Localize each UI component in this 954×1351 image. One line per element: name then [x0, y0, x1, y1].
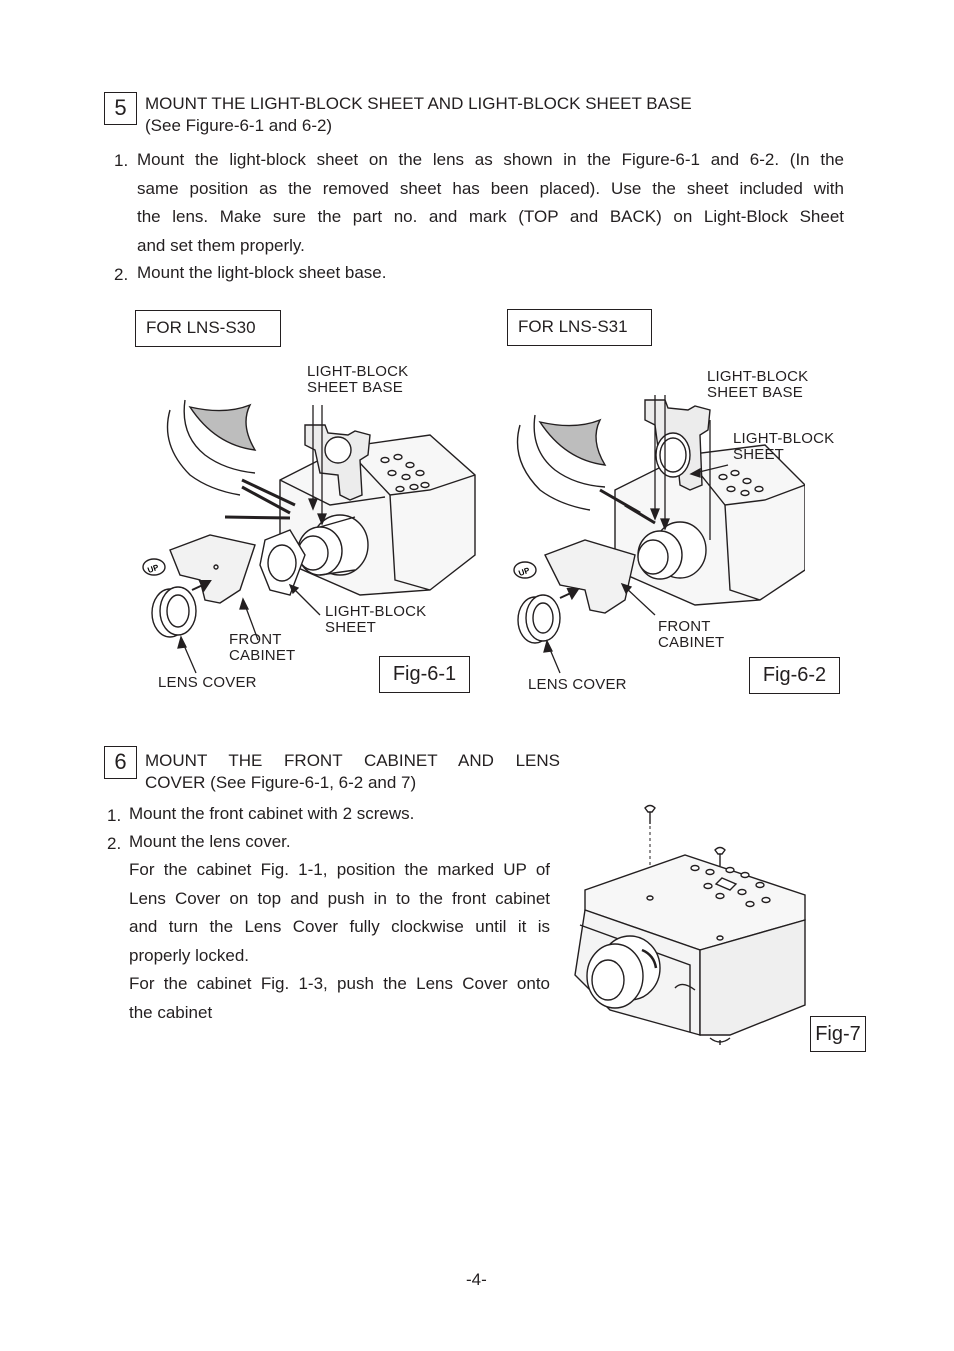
fig-6-2-up-mark: UP	[517, 566, 531, 578]
fig-6-1-label-front-cabinet: FRONT CABINET	[229, 631, 296, 664]
step-6-item-2-text: Mount the lens cover.	[129, 832, 291, 851]
instruction-line: and turn the Lens Cover fully clockwise …	[129, 917, 550, 936]
fig-6-2-illustration: UP	[513, 395, 805, 674]
step-5-item-2-number: 2.	[114, 265, 129, 284]
step-6-heading-line1: MOUNT THE FRONT CABINET AND LENS	[145, 751, 560, 770]
instruction-line: properly locked.	[129, 945, 250, 965]
step-6-lens-cover-instructions: For the cabinet Fig. 1-1, position the m…	[129, 856, 550, 1027]
step-6-number-box: 6	[104, 746, 137, 779]
fig-6-1-label-lens-cover: LENS COVER	[158, 674, 257, 691]
fig-6-2-label-lens-cover: LENS COVER	[528, 676, 627, 693]
step-6-item-2-number: 2.	[107, 834, 122, 853]
fig-6-1-label-sheet: LIGHT-BLOCK SHEET	[325, 603, 427, 636]
step-6-heading-line2: COVER (See Figure-6-1, 6-2 and 7)	[145, 773, 417, 792]
step-5-item-1-line: the lens. Make sure the part no. and mar…	[137, 207, 844, 226]
step-5-heading: MOUNT THE LIGHT-BLOCK SHEET AND LIGHT-BL…	[145, 93, 845, 137]
fig-7-caption: Fig-7	[810, 1016, 866, 1052]
fig-6-1-up-mark: UP	[146, 563, 160, 575]
step-5-item-1-number: 1.	[114, 151, 129, 170]
step-5-heading-line2: (See Figure-6-1 and 6-2)	[145, 116, 333, 135]
step-6-item-1-number: 1.	[107, 806, 122, 825]
step-5-number: 5	[114, 95, 127, 120]
step-5-item-1-line: same position as the removed sheet has b…	[137, 178, 844, 198]
fig-6-1-label-sheet-base: LIGHT-BLOCK SHEET BASE	[307, 363, 409, 396]
fig-6-1-model-label: FOR LNS-S30	[135, 310, 281, 347]
instruction-line: Lens Cover on top and push in to the fro…	[129, 888, 550, 908]
step-5-heading-line1: MOUNT THE LIGHT-BLOCK SHEET AND LIGHT-BL…	[145, 94, 692, 113]
step-5-item-2-text: Mount the light-block sheet base.	[137, 263, 387, 282]
step-6-item-1-text: Mount the front cabinet with 2 screws.	[129, 804, 415, 823]
step-5-item-1-text: Mount the light-block sheet on the lens …	[137, 146, 844, 260]
fig-7-illustration	[574, 804, 806, 1045]
fig-6-1-caption: Fig-6-1	[379, 656, 470, 693]
step-5-item-1-line: and set them properly.	[137, 235, 305, 255]
step-5-number-box: 5	[104, 92, 137, 125]
page-number: -4-	[466, 1270, 487, 1289]
step-6-number: 6	[114, 749, 127, 774]
step-5-item-1-line: Mount the light-block sheet on the lens …	[137, 150, 844, 169]
fig-6-2-label-sheet-base: LIGHT-BLOCK SHEET BASE	[707, 368, 809, 401]
step-6-heading: MOUNT THE FRONT CABINET AND LENS COVER (…	[145, 750, 560, 794]
fig-6-2-label-sheet: LIGHT-BLOCK SHEET	[733, 430, 835, 463]
fig-6-2-caption: Fig-6-2	[749, 657, 840, 694]
instruction-line: the cabinet	[129, 1002, 213, 1022]
instruction-line: For the cabinet Fig. 1-3, push the Lens …	[129, 974, 550, 993]
instruction-line: For the cabinet Fig. 1-1, position the m…	[129, 860, 550, 879]
fig-6-1-illustration: UP	[142, 399, 476, 674]
fig-6-2-label-front-cabinet: FRONT CABINET	[658, 618, 725, 651]
fig-6-2-model-label: FOR LNS-S31	[507, 309, 652, 346]
